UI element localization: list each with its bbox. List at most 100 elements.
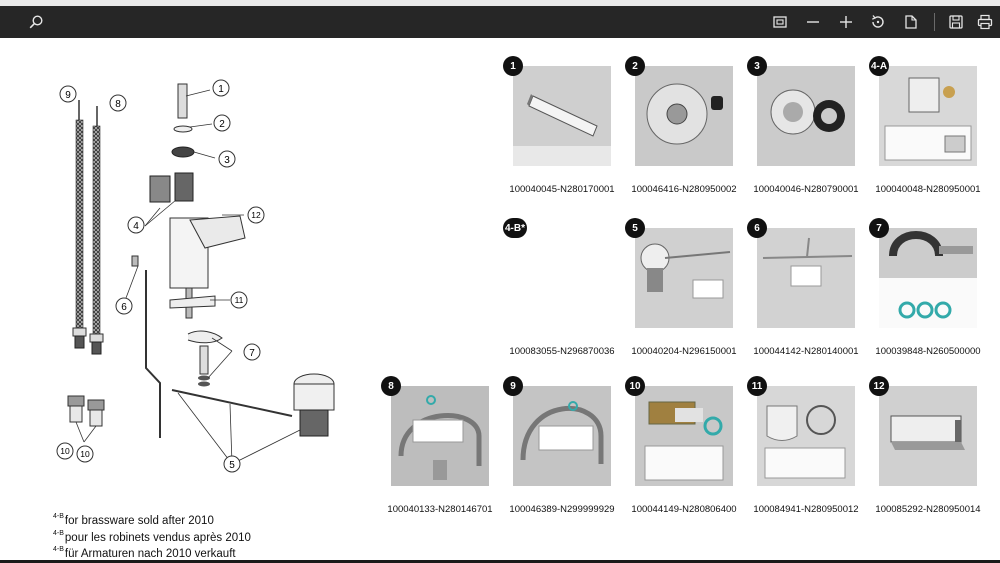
faucet-body [149, 83, 246, 387]
part-reference-code: 100046416-N280950002 [631, 184, 737, 195]
part-reference-code: 100044142-N280140001 [753, 346, 859, 357]
part-reference-code: 100046389-N299999929 [509, 504, 615, 515]
fit-page-button[interactable] [766, 6, 794, 38]
toolbar-separator [934, 13, 935, 31]
callout-8: 8 [109, 94, 127, 112]
callout-1: 1 [212, 79, 230, 97]
part-item: 12 100085292-N280950014 [869, 376, 985, 526]
callout-7: 7 [243, 343, 261, 361]
part-number-badge: 7 [869, 218, 889, 238]
part-photo [635, 66, 733, 166]
adapters-10 [67, 395, 105, 427]
rotate-icon [872, 15, 884, 28]
page-view-icon [905, 15, 917, 29]
part-item: 4-B* 100083055-N296870036 [503, 218, 619, 368]
waste-assembly [131, 255, 335, 438]
callout-label: 8 [115, 99, 121, 110]
footnote-sup: 4-B [53, 546, 64, 553]
part-reference-code: 100085292-N280950014 [875, 504, 981, 515]
callout-label: 4 [133, 221, 139, 232]
part-item: 7 100039848-N260500000 [869, 218, 985, 368]
callout-label: 2 [219, 119, 225, 130]
part-item: 1 100040045-N280170001 [503, 56, 619, 206]
fit-page-icon [773, 16, 787, 28]
part-photo [635, 386, 733, 486]
part-item: 2 100046416-N280950002 [625, 56, 741, 206]
hose-9 [72, 100, 87, 349]
footnote-sup: 4-B [53, 530, 64, 537]
part-number-badge: 1 [503, 56, 523, 76]
part-reference-code: 100084941-N280950012 [753, 504, 859, 515]
zoom-in-icon [840, 16, 852, 28]
zoom-out-button[interactable] [799, 6, 827, 38]
part-photo [757, 228, 855, 328]
window-top-strip [0, 0, 1000, 6]
callout-5: 5 [223, 455, 241, 473]
part-item: 11 100084941-N280950012 [747, 376, 863, 526]
part-number-badge: 4-A [869, 56, 890, 76]
part-photo [391, 386, 489, 486]
part-number-badge: 8 [381, 376, 401, 396]
part-photo [635, 228, 733, 328]
callout-label: 6 [121, 302, 127, 313]
part-number-badge: 12 [869, 376, 889, 396]
part-number-badge: 4-B* [503, 218, 528, 238]
part-reference-code: 100040046-N280790001 [753, 184, 859, 195]
footnote-fr: 4-Bpour les robinets vendus après 2010 [53, 530, 251, 544]
callout-4: 4 [127, 216, 145, 234]
page-view-button[interactable] [897, 6, 925, 38]
callout-10b: 10 [76, 445, 94, 463]
footnote-en: 4-Bfor brassware sold after 2010 [53, 513, 214, 527]
part-item: 8 100040133-N280146701 [381, 376, 497, 526]
save-icon [949, 15, 963, 29]
print-button[interactable] [971, 6, 999, 38]
callout-3: 3 [218, 150, 236, 168]
hose-8 [89, 106, 104, 355]
search-button[interactable] [22, 6, 50, 38]
part-item: 9 100046389-N299999929 [503, 376, 619, 526]
footnote-text: for brassware sold after 2010 [64, 514, 214, 527]
callout-label: 5 [229, 460, 235, 471]
callout-12: 12 [247, 206, 265, 224]
footnote-text: für Armaturen nach 2010 verkauft [64, 547, 236, 560]
part-number-badge: 11 [747, 376, 767, 396]
page-bottom-edge [0, 560, 1000, 563]
part-reference-code: 100083055-N296870036 [509, 346, 615, 357]
callout-label: 1 [218, 84, 224, 95]
search-icon [29, 15, 43, 29]
zoom-in-button[interactable] [832, 6, 860, 38]
callout-6: 6 [115, 297, 133, 315]
part-reference-code: 100040133-N280146701 [387, 504, 493, 515]
callout-label: 7 [249, 348, 255, 359]
callout-label: 9 [65, 90, 71, 101]
rotate-button[interactable] [864, 6, 892, 38]
exploded-parts-diagram: 1 2 3 4 5 6 7 8 9 10 10 11 12 [56, 79, 335, 473]
part-reference-code: 100040048-N280950001 [875, 184, 981, 195]
callout-lines [75, 89, 301, 465]
pdf-toolbar [0, 6, 1000, 38]
part-reference-code: 100039848-N260500000 [875, 346, 981, 357]
part-photo [757, 386, 855, 486]
callout-2: 2 [213, 114, 231, 132]
callout-label: 3 [224, 155, 230, 166]
save-button[interactable] [942, 6, 970, 38]
print-icon [977, 14, 993, 30]
callout-9: 9 [59, 85, 77, 103]
part-number-badge: 9 [503, 376, 523, 396]
part-photo [879, 386, 977, 486]
part-photo [879, 66, 977, 166]
footnote-text: pour les robinets vendus après 2010 [64, 531, 251, 544]
part-number-badge: 2 [625, 56, 645, 76]
callout-10a: 10 [56, 442, 74, 460]
part-photo [757, 66, 855, 166]
footnote-sup: 4-B [53, 513, 64, 520]
zoom-out-icon [807, 21, 819, 23]
part-photo [513, 386, 611, 486]
callout-11: 11 [230, 291, 248, 309]
part-reference-code: 100040045-N280170001 [509, 184, 615, 195]
part-photo [879, 228, 977, 328]
